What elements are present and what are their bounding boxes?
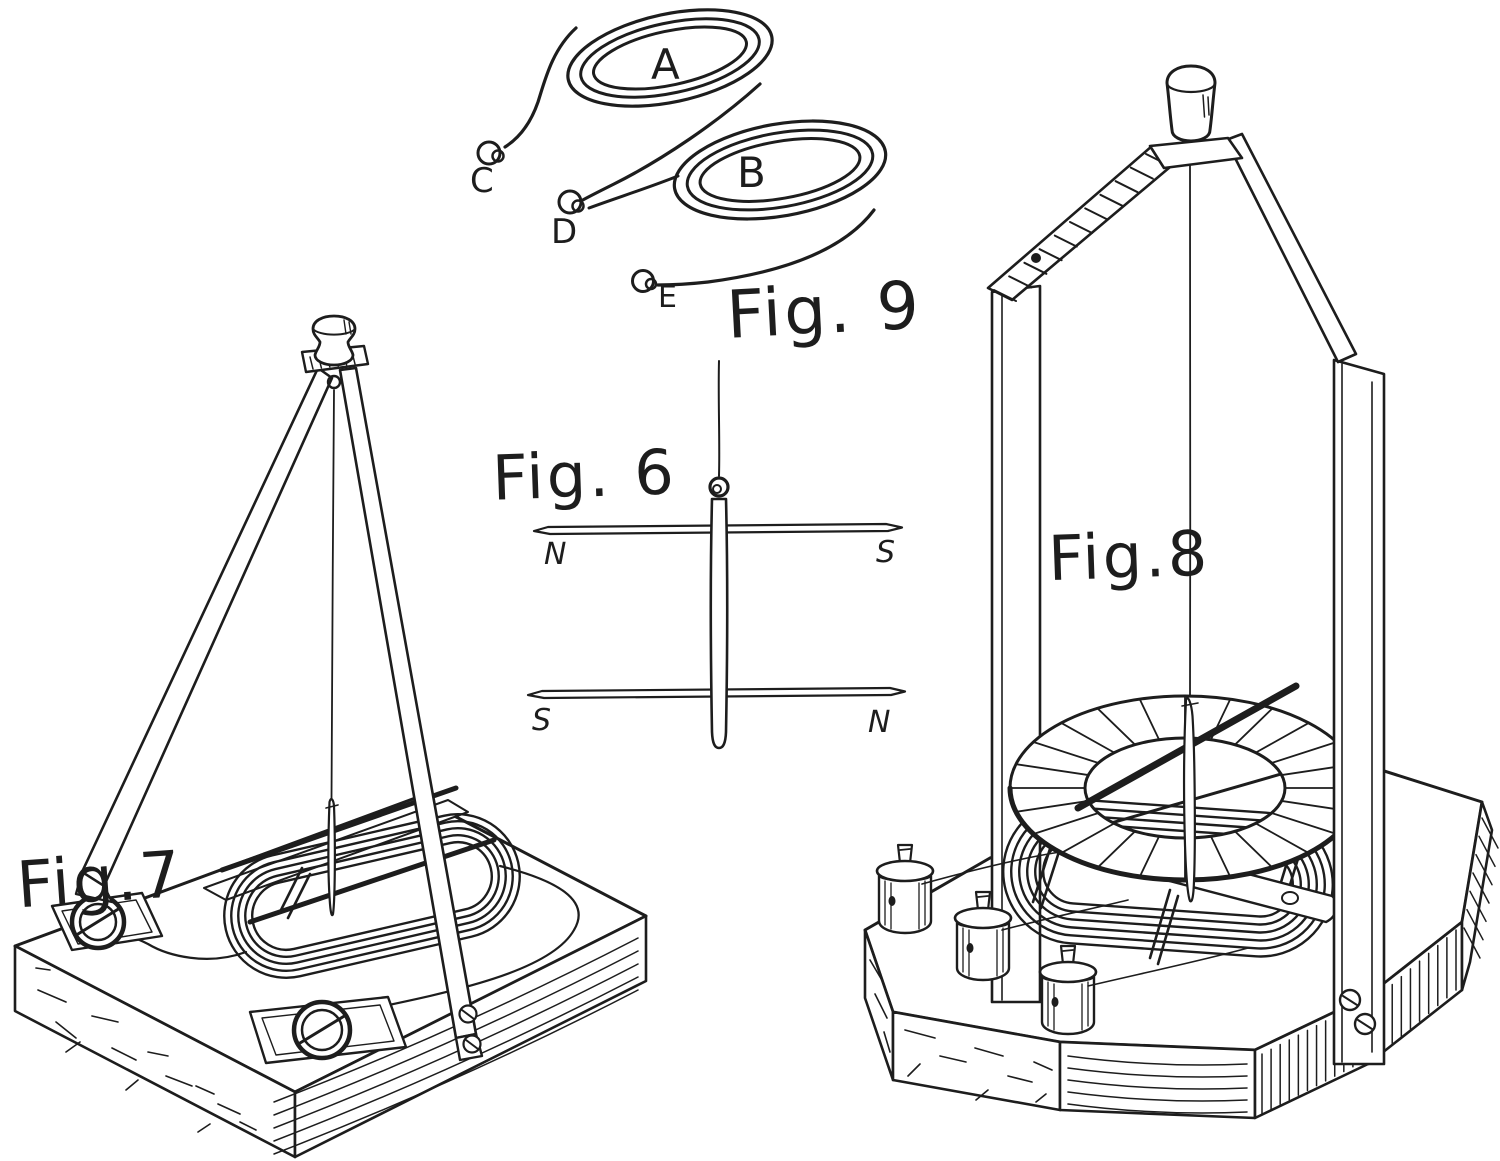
fig8-left-slope-hatching (993, 153, 1169, 302)
fig7-label: Fig.7 (14, 838, 185, 923)
fig9-wire-a-to-d (579, 82, 762, 203)
fig6-suspension-loop (708, 476, 730, 498)
fig9-coil-b (672, 119, 888, 221)
fig7-frame-left-leg (80, 366, 334, 888)
fig6-bottom-needle-s-label: S (532, 703, 551, 738)
fig8-label: Fig.8 (1047, 517, 1211, 596)
fig8-apex-plate (1148, 136, 1244, 170)
fig8-hanging-needle (1183, 697, 1196, 903)
fig7-coil-binding-band (278, 866, 312, 920)
fig6-top-needle-n-label: N (544, 537, 566, 572)
fig7-needle-knot (325, 804, 339, 809)
fig8-frame-right-slope (1224, 132, 1358, 364)
fig7-suspension-thread (330, 389, 335, 801)
fig6-suspension-loop-inner (712, 484, 722, 494)
fig8-frame-right-upright-edges (1341, 363, 1373, 1063)
fig7-binding-post-left (50, 891, 164, 952)
fig7-base-crackle-texture (35, 967, 257, 1133)
fig7-binding-post-right (248, 995, 408, 1065)
fig8-upright-screws (1338, 988, 1377, 1036)
fig9-coil-a (566, 8, 774, 108)
fig9-coil-a-label: A (651, 40, 680, 89)
fig9-coils-diagram: A B C D E Fig. 9 (470, 8, 924, 354)
fig7-foot-screws (458, 1004, 482, 1054)
fig8-base-crackle-texture (869, 959, 1053, 1103)
fig7-wire-right (334, 864, 580, 1018)
fig9-wire-end-c (476, 140, 505, 166)
fig9-wire-to-e (656, 208, 876, 287)
fig8-frame-left-slope (986, 144, 1178, 302)
fig8-slope-screw-dot (1031, 253, 1041, 263)
fig6-bottom-needle-n-label: N (868, 705, 890, 740)
fig9-end-c-label: C (470, 161, 494, 201)
fig8-top-knob (1165, 64, 1217, 143)
fig9-label: Fig. 9 (725, 267, 924, 354)
fig6-stem (709, 497, 729, 750)
fig8-needle-knot (1181, 702, 1199, 707)
fig7-galvanometer: Fig.7 (13, 314, 648, 1159)
fig6-suspension-thread (717, 360, 721, 477)
fig8-suspension-thread (1188, 161, 1192, 701)
fig7-suspension-hook (326, 374, 342, 390)
fig9-wire-end-e (631, 269, 658, 293)
fig7-coil (223, 813, 521, 979)
fig9-end-e-label: E (658, 280, 677, 315)
fig7-hanging-needle (327, 797, 336, 917)
fig8-connecting-wires (921, 851, 1249, 987)
fig6-astatic-needles-diagram: N S S N Fig. 6 (491, 360, 907, 750)
fig7-magnet-rod-lower (247, 837, 497, 925)
fig9-end-d-label: D (551, 212, 577, 252)
fig8-base-right-edge-face (1460, 800, 1494, 992)
fig9-coil-b-label: B (737, 148, 766, 197)
fig8-base-hatch-right-edge (1463, 817, 1499, 959)
fig8-base-grain-texture (1067, 1055, 1248, 1114)
fig6-label: Fig. 6 (491, 435, 678, 514)
fig9-wire-b-to-d (587, 174, 680, 210)
fig8-galvanometer: Fig.8 (863, 64, 1499, 1120)
fig6-top-needle-s-label: S (876, 535, 895, 570)
fig7-top-knob (311, 314, 357, 367)
fig9-wire-to-c (503, 26, 578, 149)
fig9-wire-end-d (557, 189, 585, 215)
fig7-frame-left-foot (74, 870, 114, 904)
fig8-binding-post-weight (875, 843, 935, 935)
